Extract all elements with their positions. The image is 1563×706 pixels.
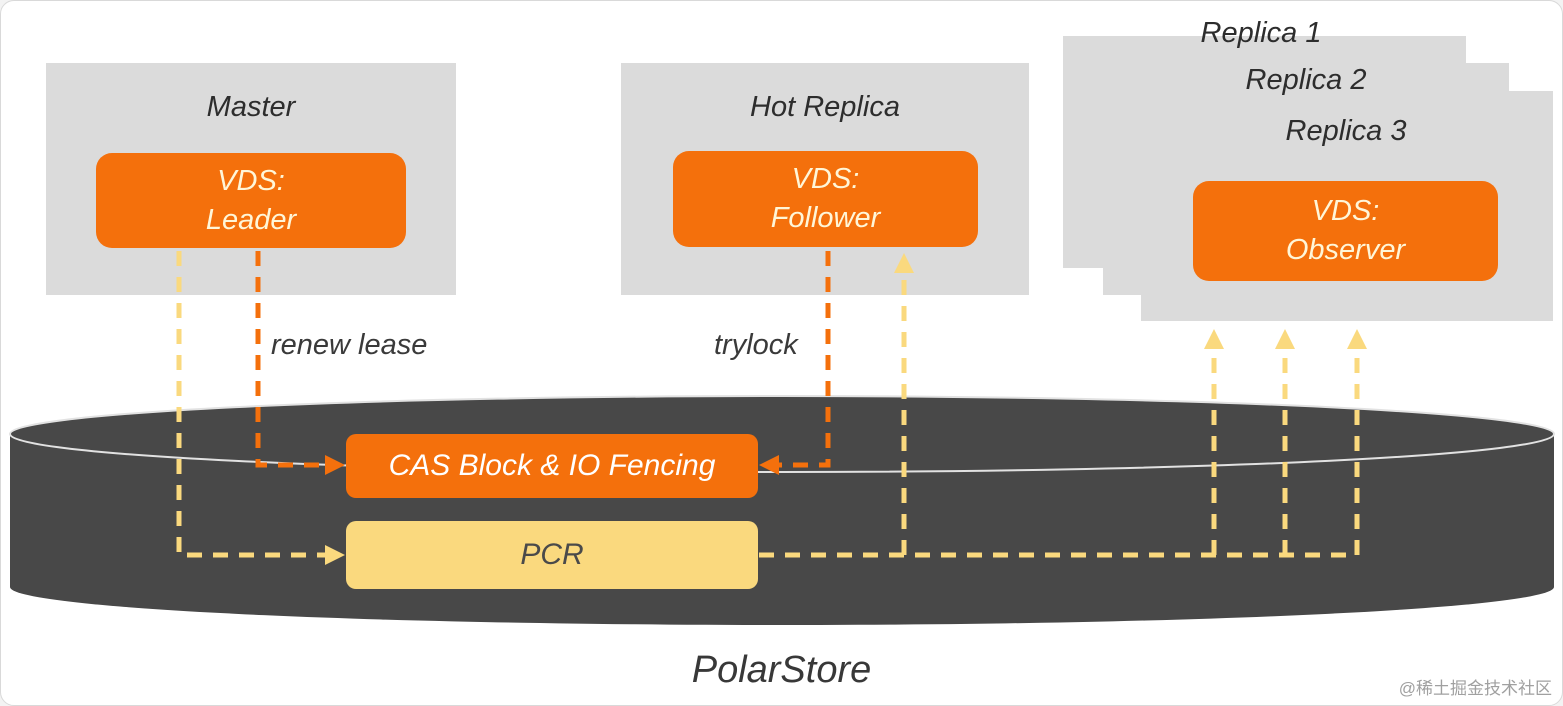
master-node: Master VDS: Leader [46,63,456,295]
replica-1-title: Replica 1 [1200,17,1322,49]
vds-observer-line2: Observer [1285,234,1406,266]
renew-lease-label: renew lease [271,329,428,361]
master-to-pcr-arrow [176,251,345,565]
polarstore-label: PolarStore [691,649,872,691]
vds-observer-line1: VDS: [1311,195,1380,227]
hot-replica-node: Hot Replica VDS: Follower [621,63,1029,295]
hot-replica-title: Hot Replica [750,91,900,123]
vds-follower-line2: Follower [770,202,881,234]
cas-block-chip: CAS Block & IO Fencing [346,434,758,498]
trylock-label: trylock [714,329,798,361]
watermark-text: @稀土掘金技术社区 [1398,679,1552,698]
vds-leader-line1: VDS: [217,164,285,197]
vds-follower-box: VDS: Follower [673,151,978,247]
vds-follower-line1: VDS: [791,163,860,195]
cylinder-top-rim [9,395,1555,473]
pcr-label: PCR [520,538,584,571]
vds-leader-box: VDS: Leader [96,153,406,248]
replica-2-title: Replica 2 [1245,64,1367,96]
pcr-chip: PCR [346,521,758,589]
replica-3-title: Replica 3 [1285,115,1407,147]
cylinder-body [10,434,1554,625]
master-title: Master [206,91,296,123]
vds-observer-box: VDS: Observer [1193,181,1498,281]
vds-leader-line2: Leader [205,203,297,236]
cas-block-label: CAS Block & IO Fencing [388,449,716,482]
